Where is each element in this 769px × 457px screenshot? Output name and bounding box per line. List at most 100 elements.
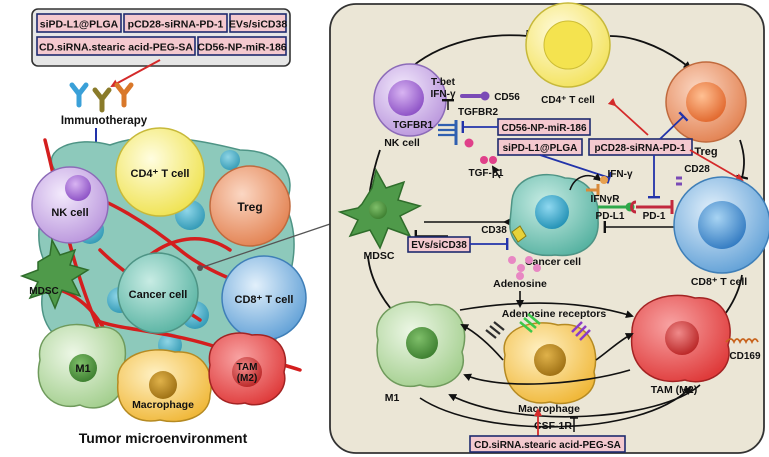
right-mdsc-label: MDSC xyxy=(364,250,395,262)
left-treg-cell: Treg xyxy=(209,165,291,247)
left-cd8-label: CD8⁺ T cell xyxy=(235,294,294,306)
csf1r-receptor-icon xyxy=(570,417,578,432)
right-cancer-cell: Cancer cell xyxy=(509,174,599,268)
left-nk-cell: NK cell xyxy=(31,166,109,244)
right-pcd28-label: pCD28-siRNA-PD-1 xyxy=(594,143,686,154)
antibody-icons xyxy=(69,82,134,113)
pdl1-pd1-interaction xyxy=(598,200,674,214)
pcd28-activate-cd8 xyxy=(689,149,744,181)
left-cd4-label: CD4⁺ T cell xyxy=(131,168,190,180)
right-cd8-cell: CD8⁺ T cell xyxy=(673,176,769,288)
right-treg-label: Treg xyxy=(694,146,717,158)
cd28-label: CD28 xyxy=(684,164,710,175)
left-tam-label-2: (M2) xyxy=(237,373,258,384)
ifng-cancer-label: IFN-γ xyxy=(608,169,633,180)
therapy-to-immunotherapy-arrow xyxy=(110,59,161,87)
right-treg-cell: Treg xyxy=(665,61,747,158)
pcd28-inhibit-treg xyxy=(659,111,689,140)
tgfb1-particle-icon xyxy=(480,156,488,164)
left-m1-label: M1 xyxy=(75,363,90,375)
right-cdsirna-box xyxy=(469,435,626,453)
cd56-ligand-icon xyxy=(480,91,490,101)
cd169-icon xyxy=(725,338,759,345)
right-m1-label: M1 xyxy=(385,392,400,404)
therapy-tag-cdsirna: CD.siRNA.stearic acid-PEG-SA xyxy=(39,42,193,54)
right-macrophage-cell: Macrophage xyxy=(503,322,597,415)
right-nk-label: NK cell xyxy=(384,137,420,149)
cd38-receptor-icon xyxy=(511,225,527,243)
pd1-icon xyxy=(630,200,637,214)
right-mdsc-cell: MDSC xyxy=(337,167,423,262)
ifng-nk-label: IFN-γ xyxy=(431,89,456,100)
adenosine-label: Adenosine xyxy=(493,278,547,290)
right-m1-cell: M1 xyxy=(376,301,466,404)
pcd28-activate-cd4 xyxy=(607,98,649,136)
antibody-icon-olive xyxy=(92,87,112,113)
therapy-tag-pcd28: pCD28-siRNA-PD-1 xyxy=(128,19,224,31)
left-cancer-label: Cancer cell xyxy=(129,289,188,301)
adenosine-particles xyxy=(508,256,541,280)
cd56-label: CD56 xyxy=(494,92,520,103)
ifngr-label: IFNγR xyxy=(591,194,621,205)
therapy-tag-sipdl1-box xyxy=(36,13,122,33)
adenosine-receptor-icons xyxy=(485,313,591,341)
left-panel: siPD-L1@PLGA pCD28-siRNA-PD-1 EVs/siCD38… xyxy=(19,8,337,446)
left-m1-cell: M1 xyxy=(37,323,127,409)
cd169-label: CD169 xyxy=(729,351,761,362)
adenosine-receptors-label: Adenosine receptors xyxy=(502,308,607,320)
ifngr-receptor-icon xyxy=(586,176,608,196)
ifngr-signal-arrow xyxy=(569,173,602,191)
zoom-origin-dot xyxy=(197,265,203,271)
therapy-tag-cd56np-box xyxy=(197,36,287,56)
right-sipdl1-label: siPD-L1@PLGA xyxy=(503,143,578,154)
immunotherapy-label: Immunotherapy xyxy=(61,115,148,127)
csf1r-label: CSF-1R xyxy=(534,420,572,432)
therapy-tag-cd56np: CD56-NP-miR-186 xyxy=(197,42,286,54)
left-macrophage-cell: Macrophage xyxy=(117,349,212,423)
pdl1-label: PD-L1 xyxy=(596,211,625,222)
right-macrophage-label: Macrophage xyxy=(518,403,580,415)
cd38-label: CD38 xyxy=(481,225,507,236)
left-mdsc-label: MDSC xyxy=(29,286,58,297)
zoom-connector-line xyxy=(199,221,337,269)
right-pcd28-box xyxy=(588,138,693,156)
cancer-to-tgfb1-arrow xyxy=(491,165,501,179)
antibody-icon-blue xyxy=(69,82,89,108)
right-panel: CD4⁺ T cell Treg NK cell T-bet IFN-γ CD5… xyxy=(329,2,769,454)
tgfb1-particle-icon xyxy=(489,156,497,164)
therapy-tag-evs-box xyxy=(229,13,287,33)
left-cancer-cell: Cancer cell xyxy=(117,252,199,334)
right-cd56np-label: CD56-NP-miR-186 xyxy=(501,123,586,134)
polarization-arrows xyxy=(419,302,701,428)
therapy-tag-sipdl1: siPD-L1@PLGA xyxy=(40,19,119,31)
left-nk-label: NK cell xyxy=(51,207,88,219)
antibody-icon-orange xyxy=(114,82,134,108)
right-evs-label: EVs/siCD38 xyxy=(411,240,467,251)
right-tam-label: TAM (M2) xyxy=(651,384,697,396)
therapy-tag-cdsirna-box xyxy=(36,36,196,56)
right-cancer-label: Cancer cell xyxy=(525,256,581,268)
tbet-label: T-bet xyxy=(431,77,456,88)
cd28-receptor-icon xyxy=(676,176,682,186)
therapy-tag-pcd28-box xyxy=(123,13,228,33)
left-mdsc-cell: MDSC xyxy=(19,237,90,310)
pd1-label: PD-1 xyxy=(643,211,666,222)
tgfb1-label: TGF-β1 xyxy=(469,168,504,179)
therapy-tag-evs: EVs/siCD38 xyxy=(229,19,288,31)
left-tam-label-1: TAM xyxy=(237,362,258,373)
right-nk-cell: NK cell xyxy=(373,63,447,149)
tgfb1-dot-icon xyxy=(464,138,474,148)
right-cd8-label: CD8⁺ T cell xyxy=(691,276,747,288)
tgfbr-receptor-icon xyxy=(438,120,458,145)
left-cd8-cell: CD8⁺ T cell xyxy=(221,255,307,341)
right-cdsirna-label: CD.siRNA.stearic acid-PEG-SA xyxy=(474,440,621,451)
left-macrophage-label: Macrophage xyxy=(132,399,194,411)
right-cd4-cell: CD4⁺ T cell xyxy=(525,2,611,106)
left-tam-cell: TAM (M2) xyxy=(208,332,287,406)
left-cd4-cell: CD4⁺ T cell xyxy=(115,127,205,217)
left-treg-label: Treg xyxy=(237,200,262,214)
tgfbr1-label: TGFBR1 xyxy=(393,120,433,131)
right-cd4-label: CD4⁺ T cell xyxy=(541,95,595,106)
tumor-microenvironment-caption: Tumor microenvironment xyxy=(79,430,248,446)
